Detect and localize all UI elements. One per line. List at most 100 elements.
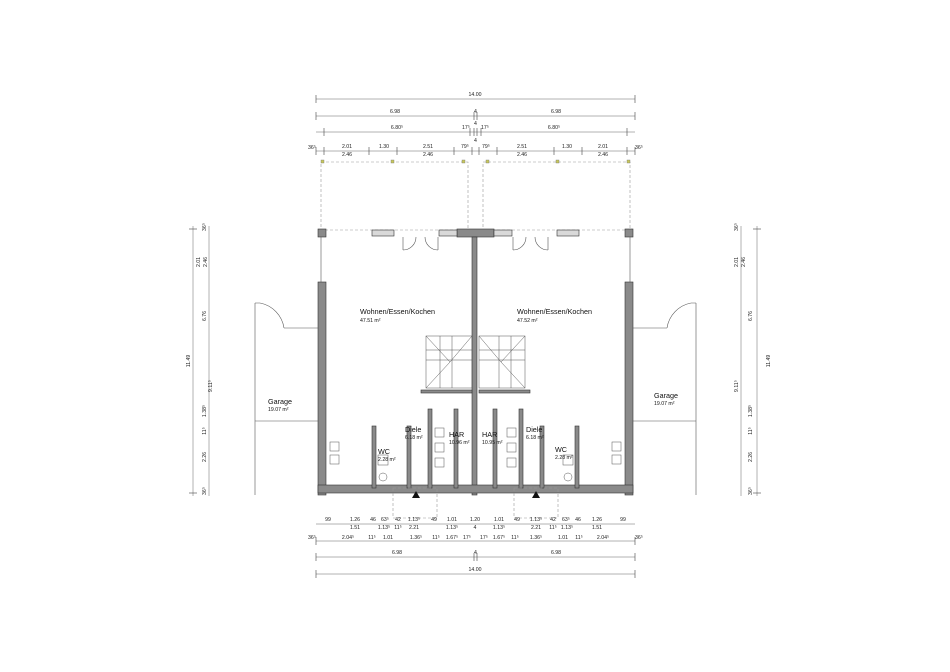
room-name-wc-right: WC	[555, 445, 567, 454]
dim-bot-r1b-6: 1.13⁵	[493, 525, 505, 531]
dim-top-r4a-8: 1.30	[562, 144, 572, 150]
dim-bot-r1-2: 46	[370, 517, 376, 523]
dim-top-half-left: 6.98	[390, 109, 400, 115]
dim-bot-r1-10: 49	[514, 517, 520, 523]
dim-left-a1: 6.76	[202, 311, 208, 321]
dim-bot-r2-5: 11⁵	[432, 535, 440, 541]
dim-right-a2: 1.38⁵	[748, 405, 754, 417]
dim-bot-r2-15: 36⁵	[635, 535, 643, 541]
dim-top-r4a-7: 2.51	[517, 144, 527, 150]
dim-bot-r1b-7: 2.21	[531, 525, 541, 531]
dim-left-b0: 2.01	[196, 257, 202, 267]
dim-bot-r1-5: 1.13⁵	[408, 517, 420, 523]
room-name-garage-right: Garage	[654, 391, 678, 400]
room-area-living-right: 47.52 m²	[517, 318, 538, 324]
dim-top-r4b-3: 2.46	[598, 152, 608, 158]
room-area-living-left: 47.51 m²	[360, 318, 381, 324]
dim-bot-r1b-3: 2.21	[409, 525, 419, 531]
dim-bot-r1-1: 1.26	[350, 517, 360, 523]
room-name-har-right: HAR	[482, 430, 497, 439]
dim-right-b1: 2.46	[741, 257, 747, 267]
dim-bot-r2-11: 1.36⁵	[530, 535, 542, 541]
dim-left-a5: 36⁵	[202, 487, 208, 495]
dim-right-a5: 36⁵	[748, 487, 754, 495]
dim-right-a1: 6.76	[748, 311, 754, 321]
dim-bot-r1b-9: 1.13⁵	[561, 525, 573, 531]
dim-bot-r2-1: 2.04⁵	[342, 535, 354, 541]
top-dimensions: 14.00 6.98 4 6.98 6.80⁵ 17⁵ 4 17⁵ 6.80⁵ …	[308, 92, 643, 158]
dim-bot-r2-12: 1.01	[558, 535, 568, 541]
dim-bot-r2-4: 1.36⁵	[410, 535, 422, 541]
dim-top-r3-3: 17⁵	[481, 125, 489, 131]
dim-bot-r1-12: 42	[550, 517, 556, 523]
dim-bot-r1-16: 99	[620, 517, 626, 523]
dim-left-a3: 11⁵	[202, 427, 208, 435]
dim-bot-r2-9: 1.67⁵	[493, 535, 505, 541]
walls	[317, 228, 634, 496]
room-area-diele-right: 6.18 m²	[526, 435, 544, 441]
fixtures	[329, 427, 622, 482]
dim-top-r3-4: 6.80⁵	[548, 125, 560, 131]
dim-top-r4b-2: 2.46	[517, 152, 527, 158]
room-name-diele-right: Diele	[526, 425, 542, 434]
dim-bot-r1b-4: 1.13⁵	[446, 525, 458, 531]
dim-top-r4b-1: 2.46	[423, 152, 433, 158]
room-name-living-left: Wohnen/Essen/Kochen	[360, 307, 435, 316]
dim-top-r4a-5: 4	[474, 138, 477, 144]
dim-top-r4a-10: 36⁵	[635, 145, 643, 151]
dim-bot-r3-2: 6.98	[551, 550, 561, 556]
room-area-wc-right: 2.28 m²	[555, 455, 573, 461]
dim-bot-r1b-8: 11⁵	[549, 525, 557, 531]
room-area-har-left: 10.96 m²	[449, 440, 470, 446]
dim-left-a2: 1.38⁵	[202, 405, 208, 417]
dim-top-r4a-1: 2.01	[342, 144, 352, 150]
dim-bot-r2-10: 11⁵	[511, 535, 519, 541]
dim-top-r4a-3: 2.51	[423, 144, 433, 150]
room-name-living-right: Wohnen/Essen/Kochen	[517, 307, 592, 316]
dim-top-r3-2: 4	[474, 121, 477, 127]
dim-bot-r2-0: 36⁵	[308, 535, 316, 541]
dim-bot-r3-1: 4	[474, 550, 477, 556]
dim-bot-r1-9: 1.01	[494, 517, 504, 523]
dim-bot-r1-14: 46	[575, 517, 581, 523]
right-dimensions: 11.49 36⁵ 6.76 1.38⁵ 11⁵ 2.26 36⁵ 2.01 2…	[734, 223, 772, 496]
dim-bot-r1-6: 49	[431, 517, 437, 523]
dim-top-half-right: 6.98	[551, 109, 561, 115]
dim-bot-r2-6: 1.67⁵	[446, 535, 458, 541]
dim-bot-r2-3: 1.01	[383, 535, 393, 541]
dim-bot-r1-13: 63⁵	[562, 517, 570, 523]
dim-bot-r1b-10: 1.51	[592, 525, 602, 531]
dim-bot-r1-15: 1.26	[592, 517, 602, 523]
dim-right-a4: 2.26	[748, 452, 754, 462]
dim-top-half-mid: 4	[474, 109, 477, 115]
dim-left-b1: 2.46	[203, 257, 209, 267]
terrace-outline	[320, 159, 631, 231]
room-area-har-right: 10.95 m²	[482, 440, 503, 446]
dim-left-b2: 9.11⁵	[208, 380, 214, 392]
dim-bottom-total: 14.00	[469, 567, 482, 573]
room-name-har-left: HAR	[449, 430, 464, 439]
entrance-arrow-icon	[412, 491, 420, 498]
bottom-dimensions: 99 1.26 46 63⁵ 42 1.13⁵ 49 1.01 1.20 1.0…	[308, 517, 643, 578]
dim-top-r3-0: 6.80⁵	[391, 125, 403, 131]
dim-top-r4a-2: 1.30	[379, 144, 389, 150]
dim-bot-r2-13: 11⁵	[575, 535, 583, 541]
dim-right-a0: 36⁵	[734, 223, 740, 231]
dim-top-r4b-0: 2.46	[342, 152, 352, 158]
windows	[371, 229, 580, 237]
dim-bot-r3-0: 6.98	[392, 550, 402, 556]
dim-bot-r1-0: 99	[325, 517, 331, 523]
stairs	[425, 335, 526, 389]
entrance-arrow-icon	[532, 491, 540, 498]
dim-right-b2: 9.11⁵	[734, 380, 740, 392]
dim-bot-r1-4: 42	[395, 517, 401, 523]
room-area-wc-left: 2.28 m²	[378, 457, 396, 463]
room-area-garage-left: 19.07 m²	[268, 407, 289, 413]
room-area-garage-right: 19.07 m²	[654, 401, 675, 407]
room-area-diele-left: 6.18 m²	[405, 435, 423, 441]
dim-right-b0: 2.01	[734, 257, 740, 267]
dim-bot-r1b-5: 4	[474, 525, 477, 531]
dim-bot-r1-11: 1.13⁵	[530, 517, 542, 523]
dim-top-total: 14.00	[469, 92, 482, 98]
